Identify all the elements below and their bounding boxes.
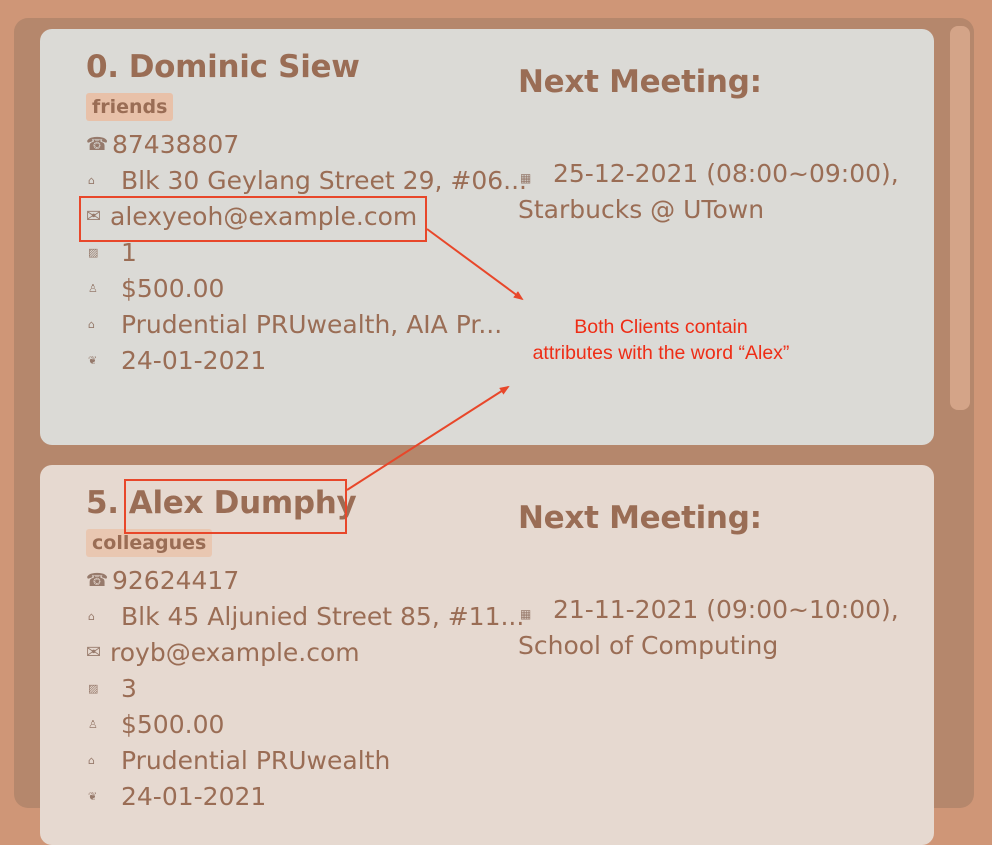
- phone-field: ☎ 92624417: [86, 566, 239, 595]
- tag-badge: friends: [86, 93, 174, 121]
- plans-field: ⌂ Prudential PRUwealth: [86, 746, 390, 775]
- client-index: 5.: [86, 485, 119, 521]
- chart-icon: ▨: [88, 246, 99, 259]
- bank-icon: ⌂: [88, 754, 95, 767]
- email-field: ✉ alexyeoh@example.com: [86, 202, 417, 231]
- phone-value: 92624417: [112, 566, 240, 595]
- risk-value: 1: [121, 238, 137, 267]
- next-meeting-time: ▦ 21-11-2021 (09:00~10:00),: [518, 595, 899, 624]
- handshake-icon: ❦: [88, 354, 98, 367]
- home-icon: ⌂: [88, 174, 95, 187]
- email-value: alexyeoh@example.com: [110, 202, 418, 231]
- calendar-icon: ▦: [520, 607, 532, 621]
- last-met-value: 24-01-2021: [121, 346, 267, 375]
- envelope-icon: ✉: [86, 642, 102, 663]
- risk-field: ▨ 3: [86, 674, 137, 703]
- email-field: ✉ royb@example.com: [86, 638, 360, 667]
- address-value: Blk 30 Geylang Street 29, #06...: [121, 166, 527, 195]
- client-name: 5.Alex Dumphy: [86, 485, 357, 521]
- address-value: Blk 45 Aljunied Street 85, #11...: [121, 602, 525, 631]
- next-meeting-title: Next Meeting:: [518, 64, 762, 100]
- money-bag-icon: ♙: [88, 718, 98, 731]
- plans-value: Prudential PRUwealth, AIA Pr...: [121, 310, 503, 339]
- risk-field: ▨ 1: [86, 238, 137, 267]
- client-card[interactable]: 5.Alex Dumphy colleagues ☎ 92624417 ⌂ Bl…: [40, 465, 934, 845]
- client-name-text: Alex Dumphy: [128, 485, 357, 521]
- chart-icon: ▨: [88, 682, 99, 695]
- address-field: ⌂ Blk 45 Aljunied Street 85, #11...: [86, 602, 524, 631]
- next-meeting-place: School of Computing: [518, 631, 779, 660]
- email-highlight-box: [79, 196, 427, 242]
- income-field: ♙ $500.00: [86, 274, 224, 303]
- phone-value: 87438807: [112, 130, 240, 159]
- last-met-field: ❦ 24-01-2021: [86, 346, 266, 375]
- phone-field: ☎ 87438807: [86, 130, 239, 159]
- next-meeting-title: Next Meeting:: [518, 500, 762, 536]
- risk-value: 3: [121, 674, 137, 703]
- client-name: 0.Dominic Siew: [86, 49, 360, 85]
- income-field: ♙ $500.00: [86, 710, 224, 739]
- annotation-note: Both Clients contain attributes with the…: [500, 314, 822, 366]
- next-meeting-place: Starbucks @ UTown: [518, 195, 765, 224]
- income-value: $500.00: [121, 710, 225, 739]
- calendar-icon: ▦: [520, 171, 532, 185]
- last-met-field: ❦ 24-01-2021: [86, 782, 266, 811]
- scrollbar[interactable]: [950, 26, 970, 410]
- email-value: royb@example.com: [110, 638, 360, 667]
- handshake-icon: ❦: [88, 790, 98, 803]
- plans-field: ⌂ Prudential PRUwealth, AIA Pr...: [86, 310, 502, 339]
- next-meeting-time-value: 21-11-2021 (09:00~10:00),: [553, 595, 899, 624]
- home-icon: ⌂: [88, 610, 95, 623]
- next-meeting-time: ▦ 25-12-2021 (08:00~09:00),: [518, 159, 899, 188]
- income-value: $500.00: [121, 274, 225, 303]
- name-highlight-box: [124, 479, 347, 534]
- phone-icon: ☎: [86, 570, 109, 591]
- address-field: ⌂ Blk 30 Geylang Street 29, #06...: [86, 166, 527, 195]
- money-bag-icon: ♙: [88, 282, 98, 295]
- phone-icon: ☎: [86, 134, 109, 155]
- next-meeting-time-value: 25-12-2021 (08:00~09:00),: [553, 159, 899, 188]
- client-name-text: Dominic Siew: [128, 49, 360, 85]
- annotation-line-2: attributes with the word “Alex”: [532, 342, 790, 364]
- scrollbar-thumb[interactable]: [950, 26, 970, 410]
- last-met-value: 24-01-2021: [121, 782, 267, 811]
- bank-icon: ⌂: [88, 318, 95, 331]
- client-index: 0.: [86, 49, 119, 85]
- plans-value: Prudential PRUwealth: [121, 746, 391, 775]
- annotation-line-1: Both Clients contain: [574, 316, 748, 338]
- envelope-icon: ✉: [86, 206, 102, 227]
